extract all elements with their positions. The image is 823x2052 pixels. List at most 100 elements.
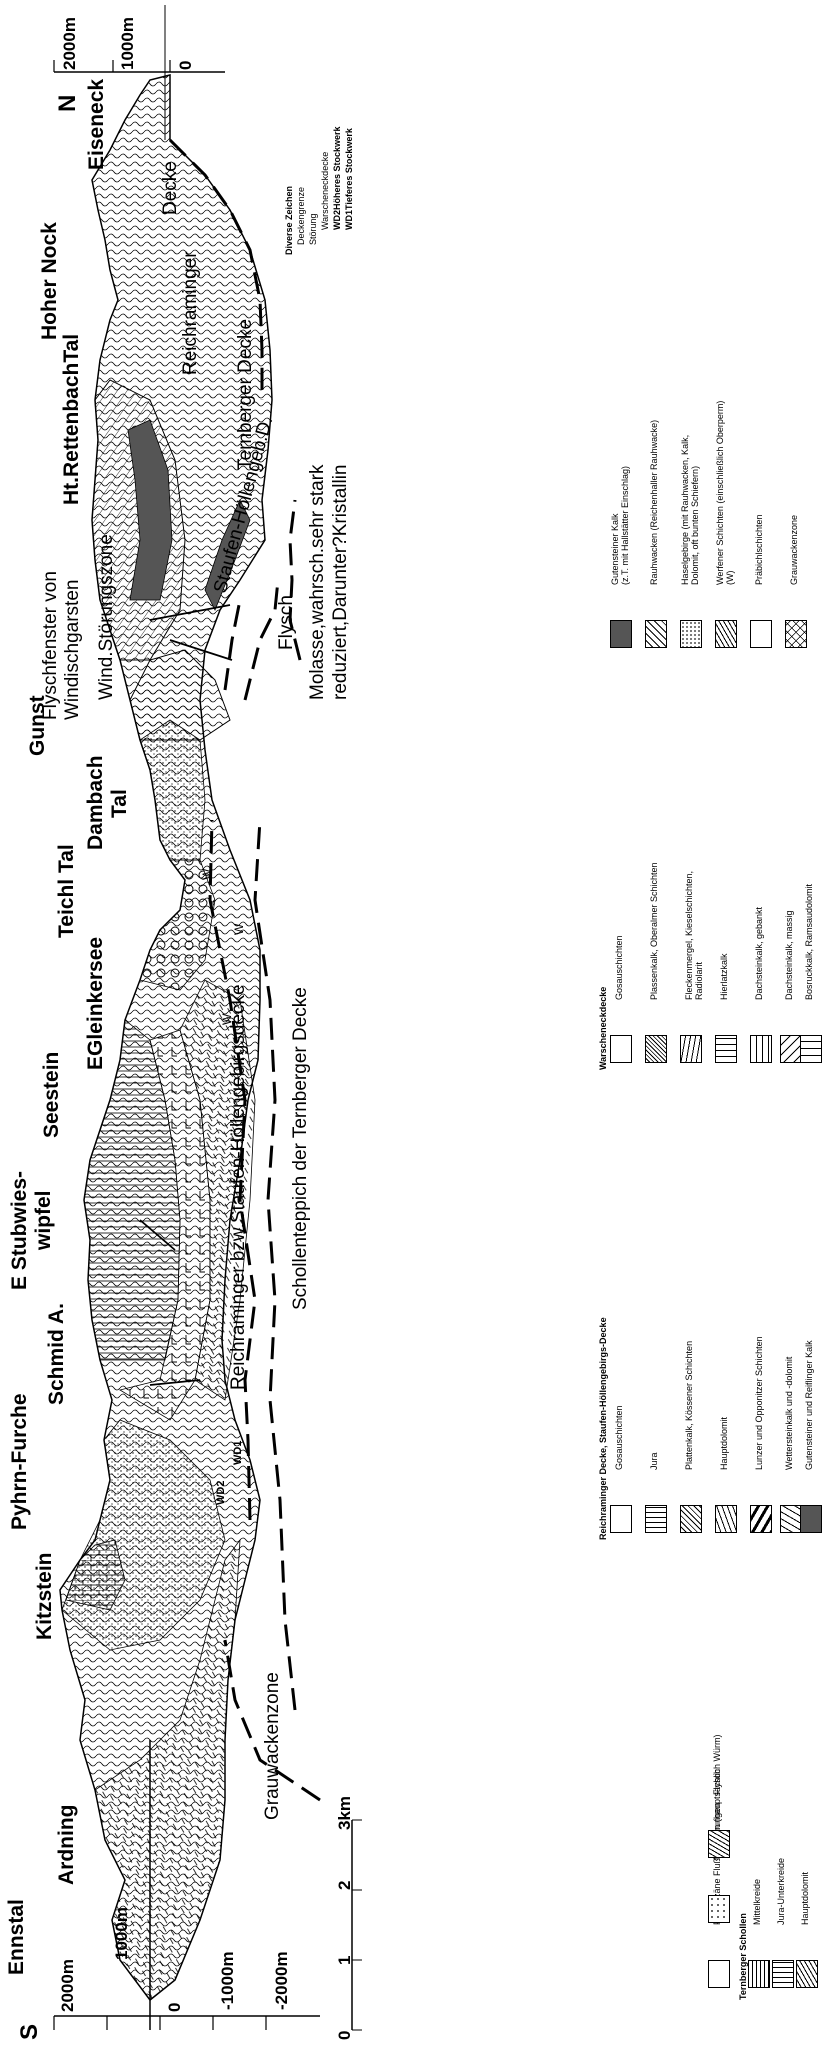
zone-flysch-window-2: Windischgarsten (62, 580, 84, 720)
symbol-stoerung: Störung (308, 213, 318, 245)
legend-swatch-praebichl (750, 620, 772, 648)
legend-swatch-moraenen (708, 1895, 730, 1923)
legend-dachstein-gebankt: Dachsteinkalk, gebankt (754, 907, 764, 1000)
peak-schmid: Schmid A. (45, 1303, 69, 1405)
zone-reichraminger-short: Reichraminger (180, 251, 202, 375)
legend-section-warscheneck: Warscheneckdecke (598, 987, 608, 1070)
peak-rettenbachtal: Ht.RettenbachTal (60, 334, 84, 505)
legend-plassenkalk: Plassenkalk, Oberalmer Schichten (649, 862, 659, 1000)
peak-tal: Tal (108, 789, 132, 818)
zone-wind-stoerung: Wind.Störungszone (96, 534, 118, 700)
peak-hoher-nock: Hoher Nock (38, 222, 62, 340)
alt-left-2000: 2000m (58, 1959, 78, 2012)
legend-hauptdolomit: Hauptdolomit (800, 1872, 810, 1925)
legend-swatch-plassenkalk (645, 1035, 667, 1063)
legend-swatch-flysch (708, 1830, 730, 1858)
peak-ennstal: Ennstal (5, 1899, 29, 1975)
legend-swatch-lunzer (750, 1505, 772, 1533)
zone-grauwacken: Grauwackenzone (262, 1672, 284, 1820)
legend-lunzer: Lunzer und Opponitzer Schichten (754, 1336, 764, 1470)
peak-seestein: Seestein (40, 1052, 64, 1138)
zone-molasse-2: reduziert,Darunter?Kristallin (330, 465, 352, 701)
legend-swatch-bosruck (800, 1035, 822, 1063)
legend-gosau-1: Gosauschichten (614, 1405, 624, 1470)
zone-schollen: Schollenteppich der Ternberger Decke (290, 987, 312, 1310)
legend-gutensteiner-note: (z.T. mit Hallstätter Einschlag) (620, 466, 630, 585)
legend-swatch-dachstein-massig (780, 1035, 802, 1063)
legend-flysch: Flysch (712, 1769, 722, 1795)
legend-gutensteiner-reiflinger: Gutensteiner und Reiflinger Kalk (804, 1340, 814, 1470)
legend-swatch-plattenkalk (680, 1505, 702, 1533)
dambach-dotted (140, 720, 205, 860)
legend-swatch-hauptdolomit-2 (715, 1505, 737, 1533)
legend-section-ternberger: Ternberger Schollen (738, 1913, 748, 2000)
legend-swatch-dachstein-gebankt (750, 1035, 772, 1063)
legend-hauptdolomit-2: Hauptdolomit (719, 1417, 729, 1470)
legend-werfener-w: (W) (725, 571, 735, 586)
zone-flysch-window-1: Flyschfenster von (40, 571, 62, 720)
legend-swatch-rauhwacken (645, 620, 667, 648)
zone-decke: Decke (160, 161, 182, 215)
peak-egleinkersee: EGleinkersee (84, 937, 108, 1070)
alt-left-m2000: -2000m (272, 1951, 292, 2010)
label-w-1: W (220, 1014, 234, 1025)
legend-gutensteiner: Gutensteiner Kalk (610, 513, 620, 585)
legend-swatch-gosau-2 (610, 1035, 632, 1063)
legend-section-reichraminger: Reichraminger Decke, Staufen-Höllengebir… (598, 1317, 608, 1540)
legend-grauwacken: Grauwackenzone (789, 515, 799, 585)
legend-plattenkalk: Plattenkalk, Kössener Schichten (684, 1341, 694, 1470)
legend-swatch-pleistozaen (708, 1960, 730, 1988)
legend-praebichl: Präbichlschichten (754, 514, 764, 585)
peak-eiseneck: Eiseneck (85, 79, 109, 170)
alt-left-1000: 1000m (112, 1907, 132, 1960)
peak-ardning: Ardning (55, 1805, 79, 1885)
legend-swatch-grauwacken (785, 620, 807, 648)
alt-left-m1000: -1000m (218, 1951, 238, 2010)
legend-mittelkreide: Mittelkreide (752, 1879, 762, 1925)
legend-swatch-hierlatzkalk (715, 1035, 737, 1063)
legend-swatch-wetterstein (780, 1505, 802, 1533)
legend-swatch-gutensteiner (610, 620, 632, 648)
legend-hierlatzkalk: Hierlatzkalk (719, 953, 729, 1000)
legend-swatch-werfener (715, 620, 737, 648)
peak-stubwies-2: wipfel (32, 1190, 56, 1250)
symbol-wd1: WD1Tieferes Stockwerk (344, 128, 354, 230)
legend-dachstein-massig: Dachsteinkalk, massig (784, 910, 794, 1000)
legend-swatch-gosau-1 (610, 1505, 632, 1533)
alt-right-0: 0 (176, 61, 196, 70)
symbol-wd2: WD2Höheres Stockwerk (332, 126, 342, 230)
legend-swatch-mittelkreide (748, 1960, 770, 1988)
legend-wetterstein: Wettersteinkalk und -dolomit (784, 1357, 794, 1470)
zone-molasse-1: Molasse,wahrsch.sehr stark (307, 465, 329, 700)
peak-pyhrn-furche: Pyhrn-Furche (8, 1393, 32, 1530)
compass-south: S (16, 2024, 44, 2040)
legend-fleckenmergel: Fleckenmergel, Kieselschichten, (684, 871, 694, 1000)
label-w-3: W (200, 869, 214, 880)
alt-left-0: 0 (165, 2003, 185, 2012)
legend-swatch-fleckenmergel (680, 1035, 702, 1063)
peak-stubwies-1: E Stubwies- (8, 1171, 32, 1290)
compass-north: N (54, 95, 82, 112)
label-wd2: WD2 (215, 1481, 227, 1505)
legend-werfener: Werfener Schichten (einschließlich Oberp… (715, 401, 725, 585)
legend-swatch-jura-unterkreide (772, 1960, 794, 1988)
zone-flysch: Flysch (276, 595, 298, 650)
symbols-title: Diverse Zeichen (284, 186, 294, 255)
legend-radiolarit: Radiolarit (694, 962, 704, 1000)
km-scale-bar (350, 1815, 364, 2035)
symbol-warscheneckdecke: Warscheneckdecke (320, 152, 330, 230)
zone-reichraminger: Reichraminger bzw.Staufen-Höllengebirgsd… (228, 984, 250, 1390)
peak-dambach: Dambach (84, 755, 108, 850)
legend-gosau-2: Gosauschichten (614, 935, 624, 1000)
label-w-2: W (232, 924, 246, 935)
legend-haselgebirge-2: Dolomit, oft bunten Schiefern) (690, 466, 700, 585)
legend-jura: Jura (649, 1452, 659, 1470)
legend-haselgebirge-1: Haselgebirge (mit Rauhwacken, Kalk, (680, 435, 690, 585)
legend-bosruck: Bosruckkalk, Ramsaudolomit (804, 884, 814, 1000)
peak-kitzstein: Kitzstein (33, 1552, 57, 1640)
legend-rauhwacken: Rauhwacken (Reichenhaller Rauhwacke) (649, 420, 659, 585)
legend-swatch-jura (645, 1505, 667, 1533)
legend-swatch-haselgebirge (680, 620, 702, 648)
legend-jura-unterkreide: Jura-Unterkreide (776, 1858, 786, 1925)
